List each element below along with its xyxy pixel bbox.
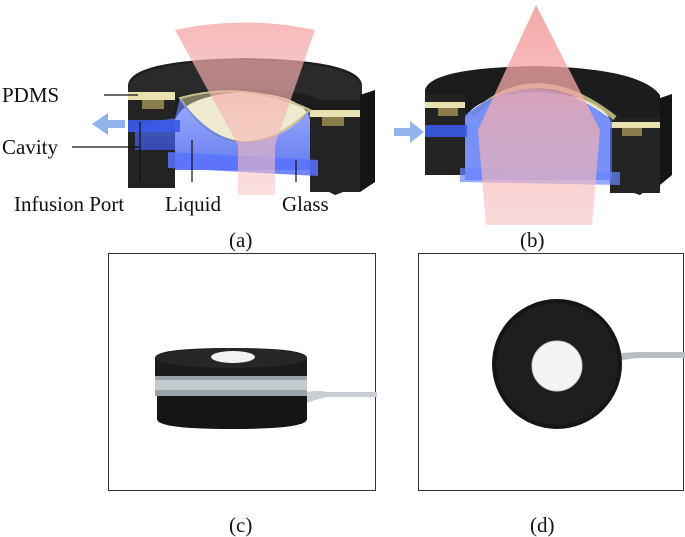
label-liquid: Liquid: [165, 192, 221, 216]
device-side-view: [155, 348, 377, 429]
label-cavity: Cavity: [2, 135, 58, 159]
device-top-view: [492, 299, 685, 429]
flow-arrow-in-b: [394, 121, 424, 143]
caption-c: (c): [229, 513, 253, 537]
caption-d: (d): [530, 513, 555, 537]
beam-b: [478, 5, 600, 225]
label-glass: Glass: [282, 192, 329, 216]
photo-d: [418, 253, 685, 491]
caption-a: (a): [229, 228, 253, 252]
label-infusion-port: Infusion Port: [14, 192, 125, 216]
photo-c: [108, 253, 377, 491]
label-pdms: PDMS: [2, 83, 60, 107]
beam-a: [175, 22, 315, 195]
flow-arrow-out-a: [92, 113, 125, 135]
caption-b: (b): [520, 228, 545, 252]
